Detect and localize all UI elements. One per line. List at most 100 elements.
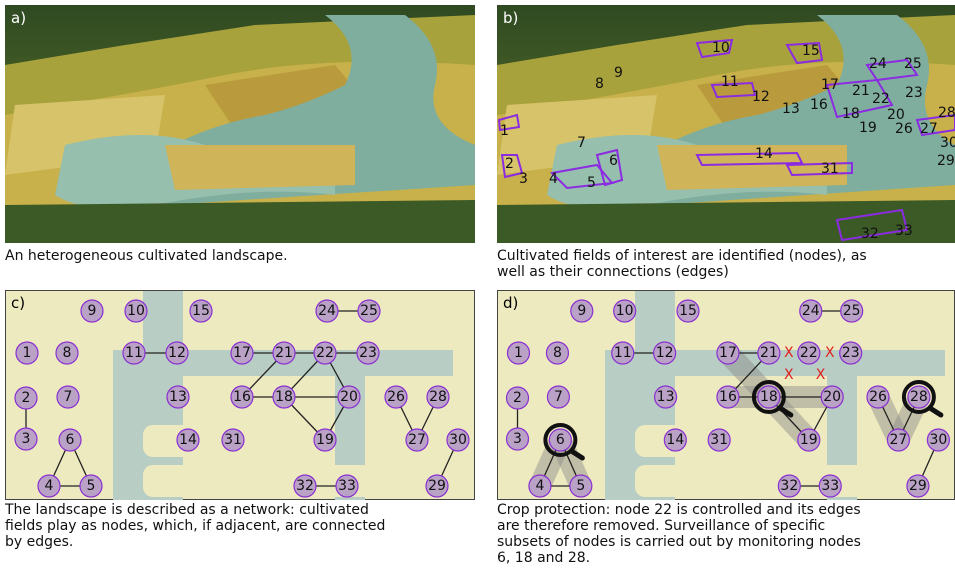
node-circle — [15, 341, 39, 365]
field-label-8: 8 — [595, 76, 604, 92]
node-12: 12 — [653, 341, 677, 365]
node-label: 16 — [233, 389, 251, 405]
removed-edge-mark: X — [825, 345, 835, 361]
panel-d-caption: Crop protection: node 22 is controlled a… — [497, 502, 955, 566]
node-label: 16 — [719, 389, 737, 405]
node-4: 4 — [528, 474, 552, 498]
node-label: 27 — [408, 432, 426, 448]
caption-line: The landscape is described as a network:… — [5, 502, 369, 518]
node-circle — [166, 385, 190, 409]
node-label: 8 — [63, 345, 72, 361]
node-label: 10 — [616, 303, 634, 319]
node-label: 32 — [780, 478, 798, 494]
magnifier-icon — [543, 423, 585, 461]
node-label: 15 — [192, 303, 210, 319]
node-circle — [313, 428, 337, 452]
monitoring-magnifiers — [543, 380, 944, 461]
node-circle — [907, 385, 931, 409]
field-label-7: 7 — [577, 135, 586, 151]
node-18: 18 — [757, 385, 781, 409]
node-19: 19 — [797, 428, 821, 452]
node-label: 14 — [179, 432, 197, 448]
panel-b-label: b) — [503, 9, 518, 27]
node-label: 18 — [760, 389, 778, 405]
node-label: 33 — [338, 478, 356, 494]
node-22: 22 — [313, 341, 337, 365]
node-circle — [569, 474, 593, 498]
node-circle — [337, 385, 361, 409]
node-label: 33 — [821, 478, 839, 494]
field-label-21: 21 — [852, 83, 870, 99]
field-label-12: 12 — [752, 89, 770, 105]
node-29: 29 — [906, 474, 930, 498]
caption-line: fields play as nodes, which, if adjacent… — [5, 518, 386, 534]
node-circle — [14, 386, 38, 410]
node-circle — [926, 428, 950, 452]
node-circle — [570, 299, 594, 323]
field-label-6: 6 — [609, 153, 618, 169]
field-label-29: 29 — [937, 153, 955, 169]
node-label: 22 — [316, 345, 334, 361]
node-30: 30 — [926, 428, 950, 452]
node-label: 28 — [910, 389, 928, 405]
node-label: 30 — [929, 432, 947, 448]
node-1: 1 — [506, 341, 531, 365]
node-label: 1 — [514, 345, 523, 361]
node-label: 24 — [802, 303, 820, 319]
node-31: 31 — [707, 428, 731, 452]
field-label-15: 15 — [802, 43, 820, 59]
node-22: 22 — [797, 341, 821, 365]
field-label-3: 3 — [519, 171, 528, 187]
node-circle — [886, 428, 911, 452]
node-circle — [777, 474, 801, 498]
node-27: 27 — [405, 428, 429, 452]
node-27: 27 — [886, 428, 911, 452]
node-label: 7 — [554, 389, 563, 405]
node-circle — [58, 428, 82, 452]
node-circle — [797, 428, 821, 452]
field-label-13: 13 — [782, 101, 800, 117]
node-circle — [122, 341, 146, 365]
node-14: 14 — [663, 428, 687, 452]
node-11: 11 — [122, 341, 146, 365]
node-label: 5 — [87, 478, 96, 494]
node-circle — [56, 385, 80, 409]
node-circle — [335, 474, 359, 498]
node-label: 14 — [666, 432, 684, 448]
node-28: 28 — [907, 385, 931, 409]
node-17: 17 — [230, 341, 254, 365]
node-circle — [405, 428, 429, 452]
field-label-30: 30 — [940, 135, 955, 151]
node-21: 21 — [757, 341, 781, 365]
field-label-33: 33 — [895, 223, 913, 239]
node-label: 17 — [719, 345, 737, 361]
node-10: 10 — [613, 299, 637, 323]
node-circle — [707, 428, 731, 452]
panel-d-label: d) — [503, 294, 518, 312]
panel-a: a) An heterogeneous cultivated landscape… — [5, 5, 475, 264]
node-2: 2 — [14, 386, 38, 410]
node-circle — [613, 299, 637, 323]
node-circle — [55, 341, 79, 365]
node-10: 10 — [124, 299, 148, 323]
caption-line: by edges. — [5, 534, 74, 550]
node-label: 10 — [127, 303, 145, 319]
node-28: 28 — [426, 385, 450, 409]
field-label-20: 20 — [887, 107, 905, 123]
node-6: 6 — [58, 428, 82, 452]
node-circle — [676, 299, 700, 323]
node-label: 11 — [614, 345, 632, 361]
node-29: 29 — [425, 474, 449, 498]
node-circle — [221, 428, 245, 452]
node-circle — [506, 341, 531, 365]
node-circle — [548, 428, 572, 452]
field-label-5: 5 — [587, 175, 596, 191]
node-circle — [189, 299, 213, 323]
node-label: 21 — [760, 345, 778, 361]
node-20: 20 — [337, 385, 361, 409]
